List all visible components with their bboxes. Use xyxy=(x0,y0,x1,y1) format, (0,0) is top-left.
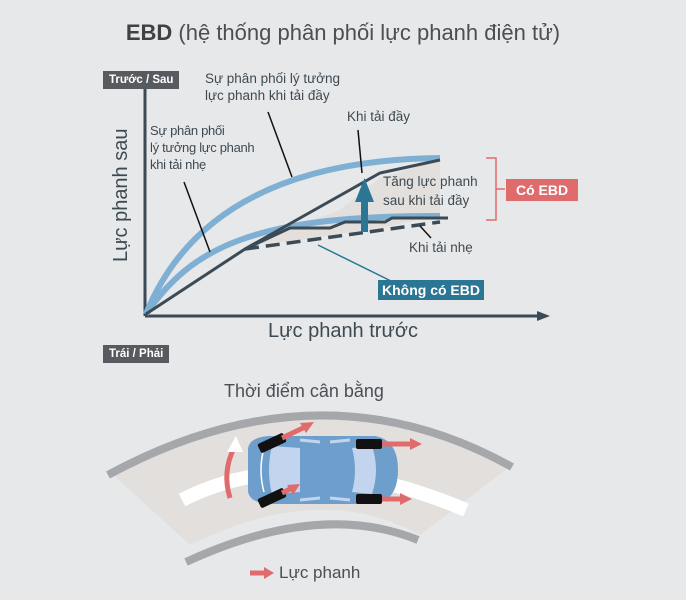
brake-force-arrow-icon xyxy=(280,422,422,505)
label-light-load: Khi tải nhẹ xyxy=(409,240,473,255)
page-title: EBD (hệ thống phân phối lực phanh điện t… xyxy=(0,20,686,46)
yaw-arrow-head-icon xyxy=(227,436,243,452)
label-ideal-light-load: Sự phân phối lý tưởng lực phanh khi tải … xyxy=(150,123,255,172)
ebd-bracket xyxy=(486,157,505,221)
pointer-ideal-light xyxy=(183,181,211,253)
increase-arrow-icon xyxy=(355,178,374,202)
wheel-front-right xyxy=(257,488,287,508)
pointer-light-load xyxy=(419,225,432,239)
wheel-rear-right xyxy=(356,494,382,504)
y-axis-label: Lực phanh sau xyxy=(110,128,132,263)
label-full-load: Khi tải đầy xyxy=(347,109,411,124)
wheel-front-left xyxy=(257,433,287,453)
balance-subtitle: Thời điểm cân bằng xyxy=(224,381,384,401)
ideal-light-load-curve xyxy=(143,212,441,316)
title-text: (hệ thống phân phối lực phanh điện tử) xyxy=(172,20,561,45)
ideal-full-load-curve xyxy=(143,155,441,316)
tag-left-right: Trái / Phải xyxy=(103,345,170,363)
ebd-full-load-line xyxy=(145,158,441,316)
ebd-light-load-line xyxy=(244,216,448,251)
yaw-moment-arrow-icon xyxy=(224,446,237,499)
pointer-full-load xyxy=(357,129,363,174)
tag-front-rear: Trước / Sau xyxy=(103,71,180,89)
x-axis-arrow-icon xyxy=(537,311,550,321)
legend-arrow-icon xyxy=(264,567,274,579)
no-ebd-dashed-line xyxy=(244,220,441,251)
wheel-rear-left xyxy=(356,439,382,449)
label-ideal-full-load: Sự phân phối lý tưởng lực phanh khi tải … xyxy=(205,71,341,103)
road-outer-edge xyxy=(106,411,514,479)
pointer-no-ebd xyxy=(317,244,394,283)
label-increase: Tăng lực phanh sau khi tải đầy xyxy=(383,174,478,208)
legend-brake-force: Lực phanh xyxy=(279,563,361,582)
road-inner-edge xyxy=(184,520,420,566)
pointer-ideal-full xyxy=(267,111,293,178)
car-icon xyxy=(248,436,398,504)
badge-with-ebd: Có EBD xyxy=(506,179,579,201)
title-acronym: EBD xyxy=(125,20,173,45)
increase-arrow-shaft xyxy=(361,200,368,232)
increase-region xyxy=(245,160,440,245)
x-axis-label: Lực phanh trước xyxy=(268,320,418,342)
badge-without-ebd: Không có EBD xyxy=(378,280,484,300)
